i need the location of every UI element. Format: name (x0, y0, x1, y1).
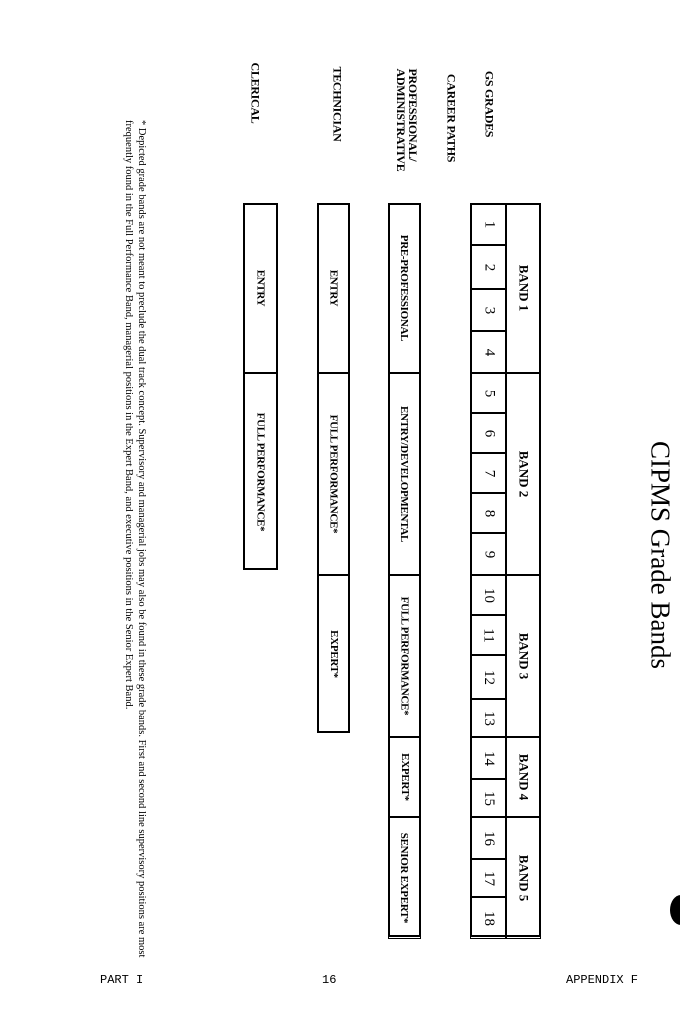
grade-cell: 13 (470, 699, 507, 737)
grade-cell: 10 (470, 575, 507, 615)
prof-admin-full-performance: FULL PERFORMANCE* (388, 575, 421, 737)
grade-cell: 18 (470, 897, 507, 939)
grade-cell: 7 (470, 453, 507, 493)
footer-page-number: 16 (322, 973, 337, 987)
clerical-path-row: ENTRY FULL PERFORMANCE* (243, 203, 278, 570)
label-career-paths: CAREER PATHS (444, 73, 459, 163)
technician-full-performance: FULL PERFORMANCE* (317, 373, 350, 575)
technician-expert: EXPERT* (317, 575, 350, 733)
clerical-entry: ENTRY (243, 203, 278, 373)
clerical-full-performance: FULL PERFORMANCE* (243, 373, 278, 570)
grade-cell: 2 (470, 245, 507, 289)
label-clerical: CLERICAL (248, 62, 263, 124)
prof-admin-entry-developmental: ENTRY/DEVELOPMENTAL (388, 373, 421, 575)
grade-cell: 16 (470, 817, 507, 859)
band-5-header: BAND 5 (505, 817, 541, 939)
grade-cell: 1 (470, 203, 507, 245)
footer-left: PART I (100, 973, 144, 987)
label-prof-admin-line2: ADMINISTRATIVE (394, 68, 408, 172)
label-prof-admin-line1: PROFESSIONAL/ (406, 68, 420, 162)
grade-cell: 4 (470, 331, 507, 373)
prof-admin-pre-professional: PRE-PROFESSIONAL (388, 203, 421, 373)
technician-entry: ENTRY (317, 203, 350, 373)
footer-right: APPENDIX F (566, 973, 639, 987)
band-3-header: BAND 3 (505, 575, 541, 737)
grade-cell: 17 (470, 859, 507, 897)
grade-cell: 6 (470, 413, 507, 453)
prof-admin-expert: EXPERT* (388, 737, 421, 817)
footnote: * Depicted grade bands are not meant to … (123, 120, 147, 958)
label-professional-administrative: PROFESSIONAL/ ADMINISTRATIVE (394, 68, 420, 172)
technician-path-row: ENTRY FULL PERFORMANCE* EXPERT* (317, 203, 350, 733)
grade-cell: 9 (470, 533, 507, 575)
band-4-header: BAND 4 (505, 737, 541, 817)
grade-cell: 15 (470, 779, 507, 817)
scan-artifact (670, 895, 680, 925)
page-title: CIPMS Grade Bands (645, 441, 676, 669)
grade-cell: 11 (470, 615, 507, 655)
grade-cell: 12 (470, 655, 507, 699)
grade-cell: 14 (470, 737, 507, 779)
label-technician: TECHNICIAN (330, 66, 345, 142)
grade-cell: 5 (470, 373, 507, 413)
band-header-row: BAND 1 BAND 2 BAND 3 BAND 4 BAND 5 (505, 203, 541, 939)
prof-admin-senior-expert: SENIOR EXPERT* (388, 817, 421, 939)
gs-grade-row: 1 2 3 4 5 6 7 8 9 10 11 12 13 14 15 16 1… (470, 203, 507, 939)
grade-cell: 8 (470, 493, 507, 533)
grade-cell: 3 (470, 289, 507, 331)
prof-admin-path-row: PRE-PROFESSIONAL ENTRY/DEVELOPMENTAL FUL… (388, 203, 421, 939)
label-gs-grades: GS GRADES (482, 70, 497, 138)
band-1-header: BAND 1 (505, 203, 541, 373)
band-2-header: BAND 2 (505, 373, 541, 575)
